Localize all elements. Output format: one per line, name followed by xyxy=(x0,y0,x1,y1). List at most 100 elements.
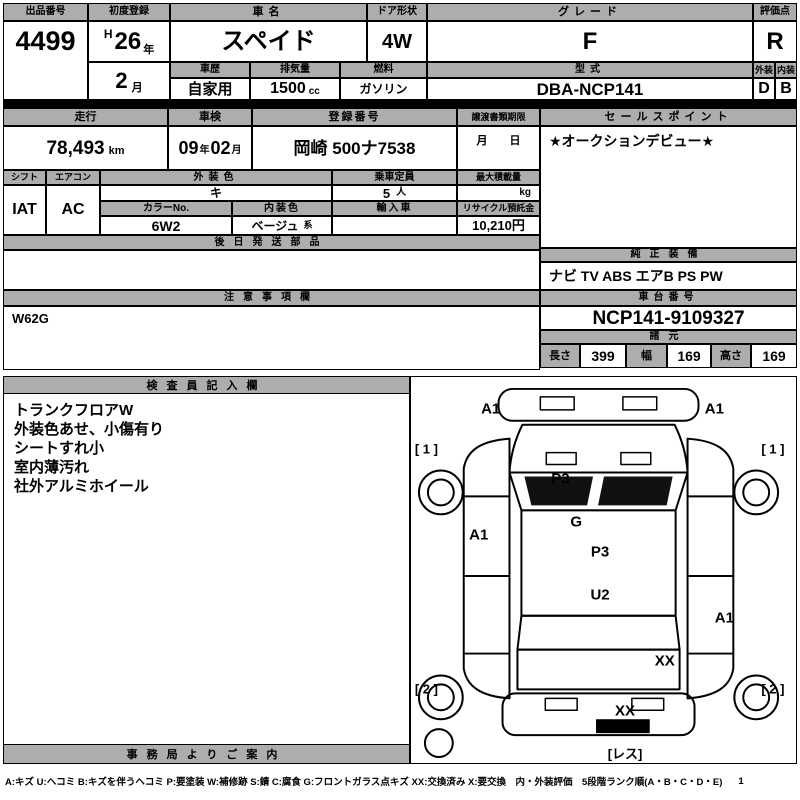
width-label: 幅 xyxy=(626,344,667,368)
displacement-number: 1500 xyxy=(270,80,306,97)
sales-point-value: ★オークションデビュー★ xyxy=(540,126,797,248)
displacement-unit: cc xyxy=(308,86,320,97)
interior-label: 内装 xyxy=(775,62,797,78)
damage-marker-6: A1 xyxy=(469,526,489,544)
dimensions-label: 諸元 xyxy=(540,330,797,344)
first-reg-year: 26 xyxy=(114,27,142,55)
score-value: R xyxy=(753,21,797,62)
recycle-deposit-value: 10,210円 xyxy=(457,216,540,235)
model-code-value: DBA-NCP141 xyxy=(427,78,753,100)
lot-number-label: 出品番号 xyxy=(3,3,88,21)
fuel-value: ガソリン xyxy=(340,78,427,100)
damage-marker-3: [ 1 ] xyxy=(761,441,785,457)
plate-label: 登録番号 xyxy=(252,108,457,126)
damage-marker-10: XX xyxy=(654,652,675,670)
first-registration-value: H 26 年 xyxy=(88,21,170,62)
damage-marker-13: XX xyxy=(615,702,636,720)
grade-value: F xyxy=(427,21,753,62)
car-name-value: スペイド xyxy=(170,21,367,62)
damage-marker-14: [レス] xyxy=(607,746,643,762)
imported-label: 輸入車 xyxy=(332,201,457,216)
capacity-label: 乗車定員 xyxy=(332,170,457,185)
first-reg-era: H xyxy=(103,27,113,41)
exterior-color-label: 外装色 xyxy=(100,170,332,185)
caution-label: 注意事項欄 xyxy=(3,290,540,306)
damage-marker-5: G xyxy=(570,513,582,531)
door-shape-value: 4W xyxy=(367,21,427,62)
damage-marker-4: P3 xyxy=(551,470,570,488)
damage-marker-8: U2 xyxy=(590,586,610,604)
inspection-year: 09 xyxy=(178,138,199,158)
first-reg-year-unit: 年 xyxy=(143,44,155,56)
inspector-notes: トランクフロアW 外装色あせ、小傷有り シートすれ小 室内薄汚れ 社外アルミホイ… xyxy=(4,394,409,503)
score-label: 評価点 xyxy=(753,3,797,21)
damage-marker-2: [ 1 ] xyxy=(414,441,438,457)
inspector-note: 室内薄汚れ xyxy=(14,459,90,476)
length-label: 長さ xyxy=(540,344,580,368)
damage-marker-0: A1 xyxy=(481,400,501,418)
inspector-note: シートすれ小 xyxy=(14,440,105,457)
sales-point-label: セールスポイント xyxy=(540,108,797,126)
plate-value: 岡崎 500ナ7538 xyxy=(252,126,457,170)
displacement-value: 1500 cc xyxy=(250,78,340,100)
transfer-deadline-value: 月 日 xyxy=(457,126,540,170)
grade-label: グレード xyxy=(427,3,753,21)
damage-marker-7: P3 xyxy=(590,543,610,561)
inspector-header: 検査員記入欄 xyxy=(4,377,409,394)
mileage-unit: km xyxy=(108,145,125,157)
capacity-number: 5 xyxy=(382,185,391,201)
width-value: 169 xyxy=(667,344,711,368)
door-shape-label: ドア形状 xyxy=(367,3,427,21)
legend: A:キズ U:ヘコミ B:キズを伴うヘコミ P:要塗装 W:補修跡 S:錆 C:… xyxy=(5,774,797,789)
exterior-color-value: キ xyxy=(100,185,332,201)
interior-color-name: ベージュ xyxy=(251,218,299,233)
later-parts-label: 後日発送部品 xyxy=(3,235,540,250)
mileage-label: 走行 xyxy=(3,108,168,126)
inspector-note: トランクフロアW xyxy=(14,402,134,419)
inspection-value: 09 年 02 月 xyxy=(168,126,252,170)
interior-color-label: 内装色 xyxy=(232,201,332,216)
caution-value: W62G xyxy=(3,306,540,370)
interior-color-suffix: 系 xyxy=(303,220,313,230)
exterior-label: 外装 xyxy=(753,62,775,78)
office-info-header: 事務局よりご案内 xyxy=(4,744,409,763)
height-value: 169 xyxy=(751,344,797,368)
aircon-label: エアコン xyxy=(46,170,100,185)
chassis-value: NCP141-9109327 xyxy=(540,306,797,330)
damage-marker-1: A1 xyxy=(704,400,724,418)
capacity-unit: 人 xyxy=(396,187,407,198)
damage-marker-12: [ 2 ] xyxy=(761,681,785,697)
history-value: 自家用 xyxy=(170,78,250,100)
car-top-view xyxy=(417,387,780,759)
aircon-value: AC xyxy=(46,185,100,235)
divider-band xyxy=(3,100,797,108)
inspection-year-unit: 年 xyxy=(199,145,210,156)
inspector-note: 外装色あせ、小傷有り xyxy=(14,421,165,438)
transfer-deadline-label: 譲渡書類期限 xyxy=(457,108,540,126)
color-no-label: カラーNo. xyxy=(100,201,232,216)
length-value: 399 xyxy=(580,344,626,368)
max-load-unit: kg xyxy=(519,187,531,198)
equipment-value: ナビ TV ABS エアB PS PW xyxy=(540,262,797,290)
mileage-value: 78,493 km xyxy=(3,126,168,170)
inspector-note: 社外アルミホイール xyxy=(14,478,149,495)
damage-marker-9: A1 xyxy=(714,609,734,627)
history-label: 車歴 xyxy=(170,62,250,78)
model-code-label: 型式 xyxy=(427,62,753,78)
displacement-label: 排気量 xyxy=(250,62,340,78)
first-reg-month-unit: 月 xyxy=(131,82,143,94)
shift-value: IAT xyxy=(3,185,46,235)
first-registration-month: 2 月 xyxy=(88,62,170,100)
inspection-month: 02 xyxy=(210,138,231,158)
interior-value: B xyxy=(775,78,797,100)
equipment-label: 純正装備 xyxy=(540,248,797,262)
first-reg-month: 2 xyxy=(115,68,128,93)
first-registration-label: 初度登録 xyxy=(88,3,170,21)
imported-value xyxy=(332,216,457,235)
page-number: 1 xyxy=(738,775,744,787)
chassis-label: 車台番号 xyxy=(540,290,797,306)
inspector-section: 検査員記入欄 トランクフロアW 外装色あせ、小傷有り シートすれ小 室内薄汚れ … xyxy=(3,376,410,764)
